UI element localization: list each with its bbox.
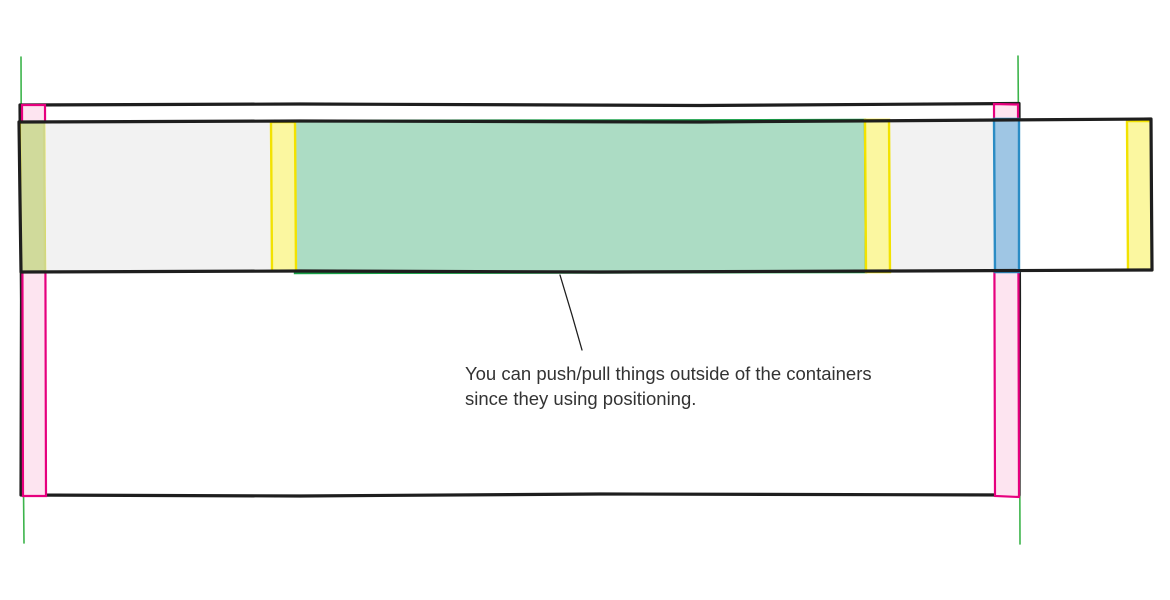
annotation-line-1: You can push/pull things outside of the … [465, 363, 872, 384]
row-overflow [1018, 119, 1152, 270]
gutter-3 [863, 118, 892, 274]
gutter-1-overlap [21, 123, 46, 271]
gutter-5 [1125, 119, 1154, 272]
annotation-line-2: since they using positioning. [465, 388, 697, 409]
annotation-pointer [559, 274, 583, 351]
column-block [292, 118, 868, 275]
gutter-4-overlap [992, 117, 1021, 274]
annotation-text: You can push/pull things outside of the … [465, 361, 985, 411]
gutter-2 [269, 120, 298, 273]
row-outline [17, 117, 1154, 274]
